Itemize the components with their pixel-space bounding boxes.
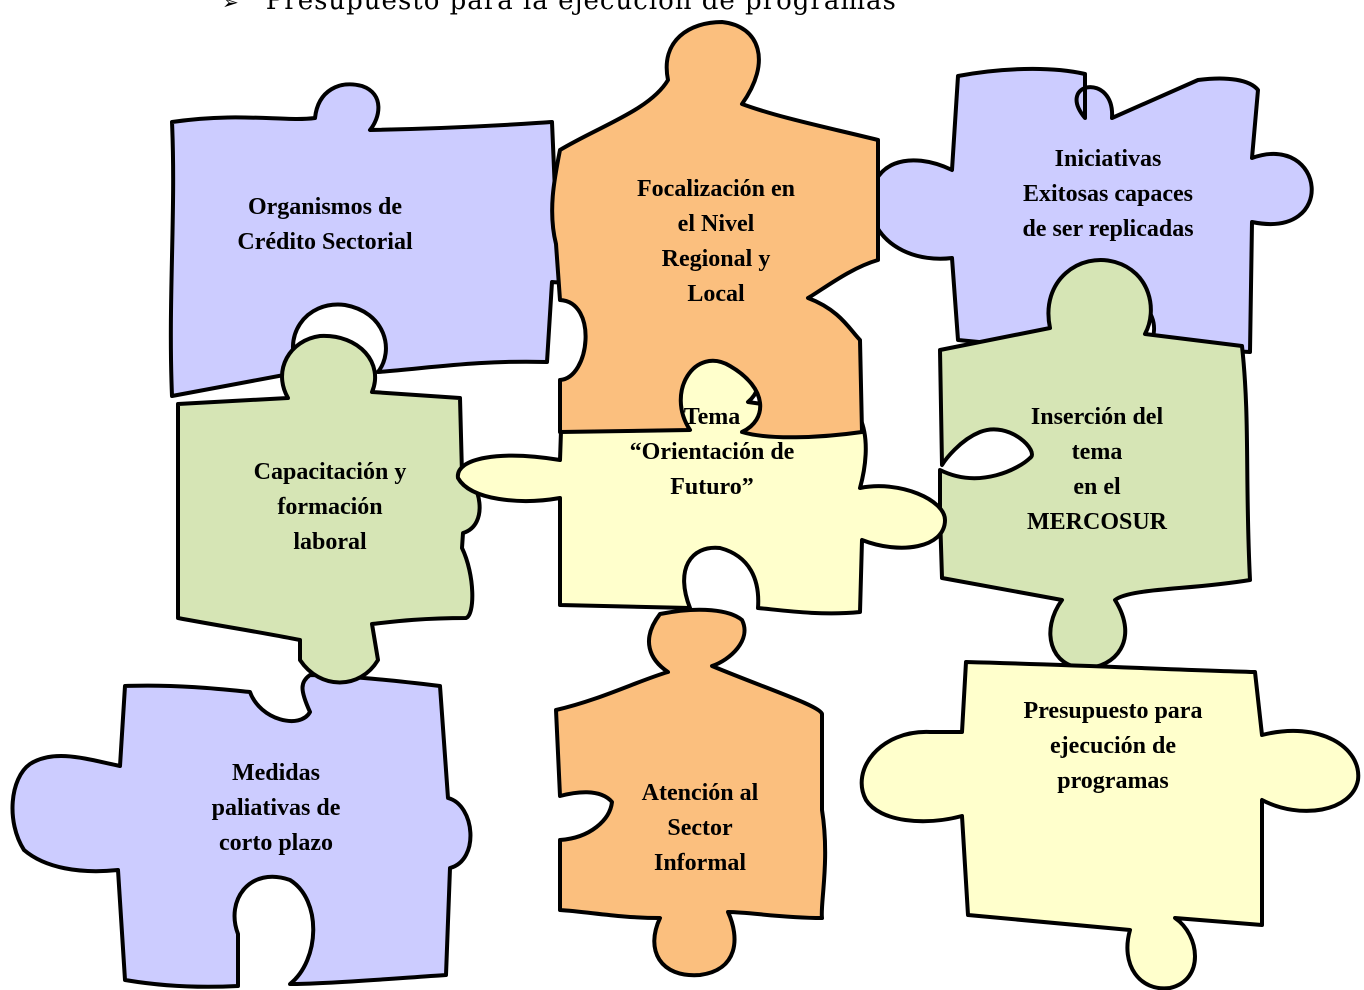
label-presupuesto: Presupuesto para ejecución de programas — [1023, 698, 1203, 794]
label-insercion: Inserción del tema en el MERCOSUR — [1026, 404, 1168, 535]
label-organismos: Organismos de Crédito Sectorial — [237, 194, 413, 255]
piece-presupuesto — [859, 660, 1361, 990]
label-tema: Tema “Orientación de Futuro” — [629, 404, 795, 500]
label-iniciativas: Iniciativas Exitosas capaces de ser repl… — [1022, 146, 1194, 242]
label-capacitacion: Capacitación y formación laboral — [253, 459, 407, 555]
header-text: Presupuesto para la ejecución de program… — [265, 0, 897, 16]
header-bullet-item: ➢ Presupuesto para la ejecución de progra… — [222, 0, 897, 16]
piece-medidas — [10, 673, 473, 989]
piece-capacitacion — [176, 333, 482, 685]
piece-focalizacion — [550, 20, 880, 440]
label-atencion: Atención al Sector Informal — [641, 780, 759, 876]
arrow-bullet-icon: ➢ — [222, 0, 240, 14]
label-medidas: Medidas paliativas de corto plazo — [211, 760, 341, 856]
piece-iniciativas — [867, 66, 1314, 355]
piece-insercion — [938, 258, 1252, 670]
label-focalizacion: Focalización en el Nivel Regional y Loca… — [637, 176, 795, 307]
piece-atencion — [554, 607, 828, 978]
